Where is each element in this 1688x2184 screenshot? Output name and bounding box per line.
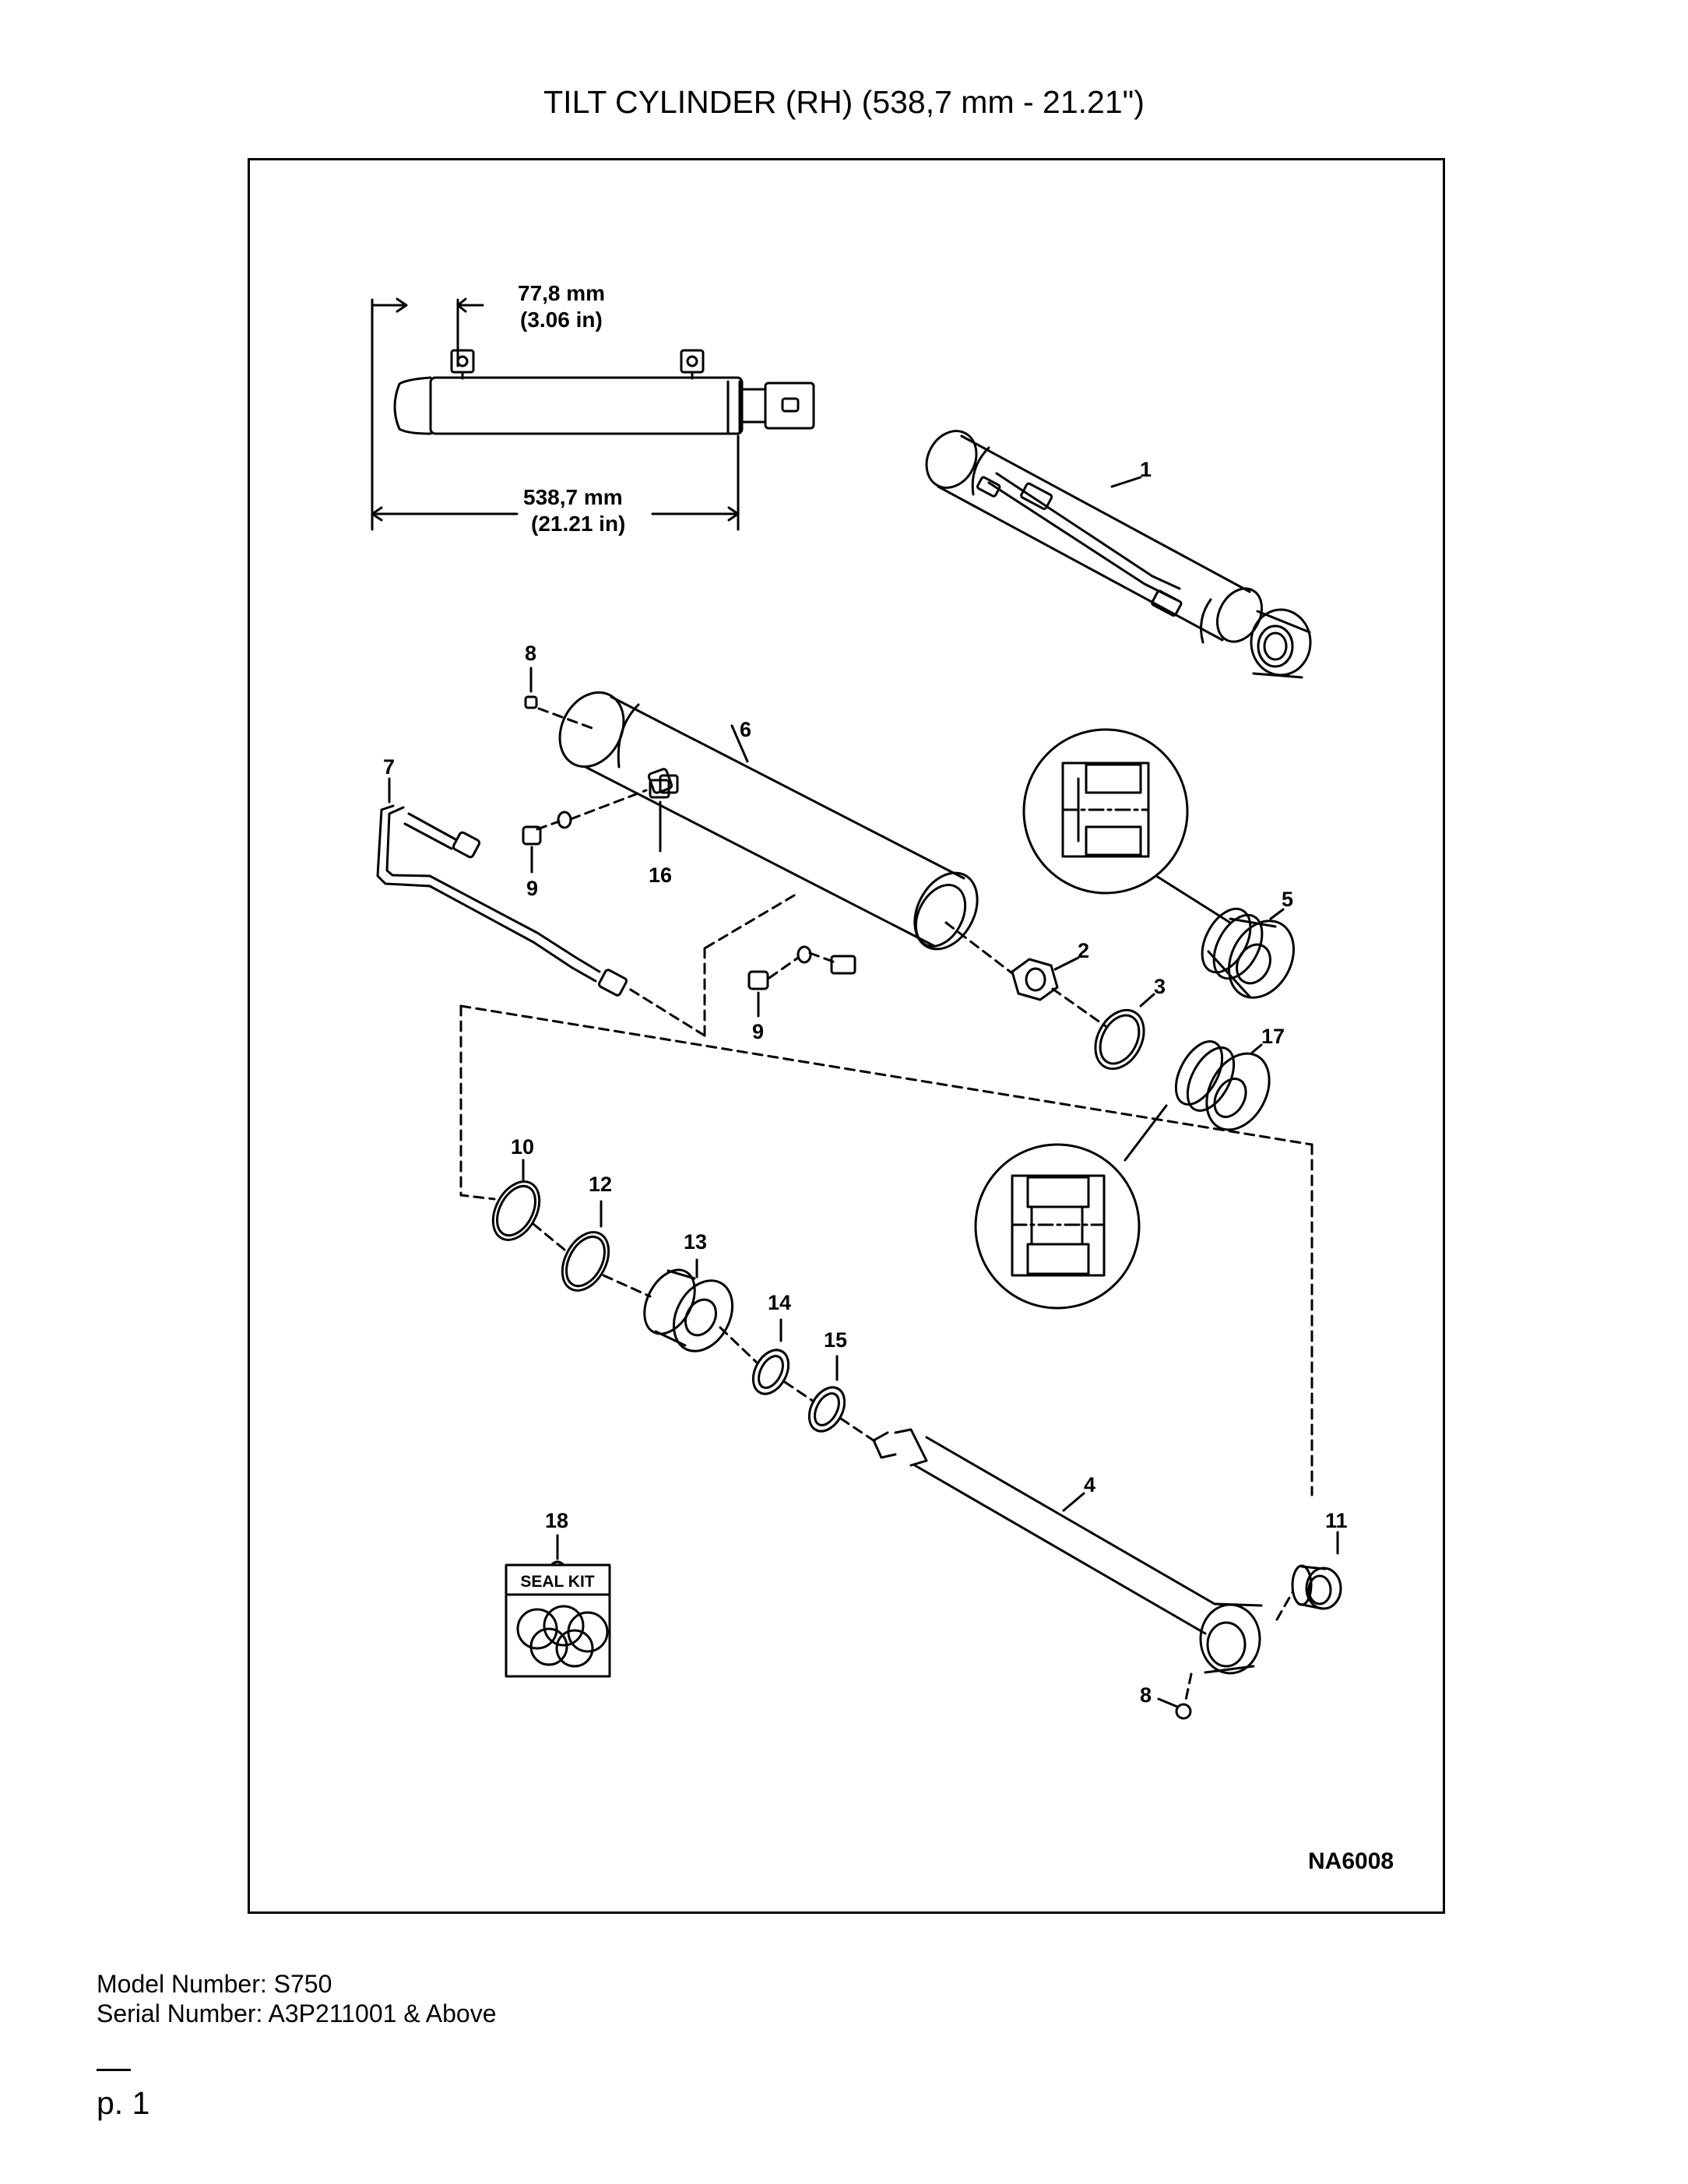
part-16-fitting: [647, 768, 673, 794]
part-6-barrel: [558, 691, 979, 975]
dim-length-in: (21.21 in): [531, 512, 625, 536]
part-9-plug-upper: [522, 811, 572, 874]
callout-15: 15: [824, 1328, 847, 1352]
leader-1: [1110, 476, 1142, 488]
callout-2: 2: [1078, 939, 1089, 962]
callout-16: 16: [649, 863, 672, 887]
part-18-seal-kit: [505, 1534, 611, 1678]
page-title: TILT CYLINDER (RH) (538,7 mm - 21.21"): [543, 84, 1145, 120]
callout-12: 12: [589, 1173, 612, 1196]
callout-13: 13: [684, 1230, 707, 1254]
callout-9-lower: 9: [752, 1020, 764, 1043]
part-4-rod: [872, 1428, 1263, 1675]
serial-number: Serial Number: A3P211001 & Above: [97, 1999, 497, 2027]
callout-8-top: 8: [525, 642, 536, 665]
detail-view-piston-17: [974, 1104, 1168, 1310]
callout-7: 7: [383, 755, 395, 779]
part-2-nut: [1011, 956, 1080, 1001]
callout-9-upper: 9: [526, 877, 538, 900]
model-number: Model Number: S750: [97, 1970, 332, 1998]
callout-8-bottom: 8: [1140, 1683, 1152, 1707]
part-9-plug-lower: [747, 945, 812, 1018]
part-7-hydraulic-tube: [376, 777, 628, 997]
part-11-bushing: [1291, 1531, 1342, 1610]
part-1-cylinder-assembly: [925, 430, 1312, 679]
figure-id: NA6008: [1308, 1848, 1394, 1874]
page-number: p. 1: [97, 2085, 150, 2121]
callout-11: 11: [1325, 1509, 1348, 1532]
callout-14: 14: [768, 1291, 791, 1314]
part-14-seal: [751, 1318, 790, 1395]
part-5-piston: [1201, 907, 1295, 999]
part-15-wiper: [807, 1355, 846, 1433]
seal-kit-label: SEAL KIT: [520, 1573, 594, 1591]
part-17-piston: [1174, 1040, 1271, 1131]
dim-pin-offset-mm: 77,8 mm: [518, 281, 605, 305]
diagram-frame: [248, 158, 1445, 1914]
detail-view-piston: [1022, 728, 1232, 924]
callout-1: 1: [1140, 458, 1152, 481]
page-rule: [97, 2069, 131, 2071]
part-3-o-ring: [1094, 993, 1155, 1071]
part-12-o-ring: [561, 1200, 610, 1292]
leader-6: [730, 724, 749, 763]
dimension-drawing: [371, 297, 815, 531]
part-10-o-ring: [491, 1159, 541, 1241]
callout-6: 6: [740, 718, 751, 741]
callout-10: 10: [511, 1135, 534, 1159]
callout-17: 17: [1261, 1025, 1285, 1048]
part-13-gland: [643, 1258, 734, 1352]
assembly-lines: [459, 707, 1313, 1705]
part-8-grease-fitting-bottom: [1157, 1697, 1192, 1720]
dim-pin-offset-in: (3.06 in): [520, 308, 603, 332]
callout-4: 4: [1084, 1473, 1095, 1496]
callout-3: 3: [1154, 975, 1166, 998]
part-8-grease-fitting-top: [524, 666, 538, 709]
callout-18: 18: [545, 1509, 568, 1532]
dim-length-mm: 538,7 mm: [523, 485, 623, 509]
callout-5: 5: [1282, 888, 1293, 911]
